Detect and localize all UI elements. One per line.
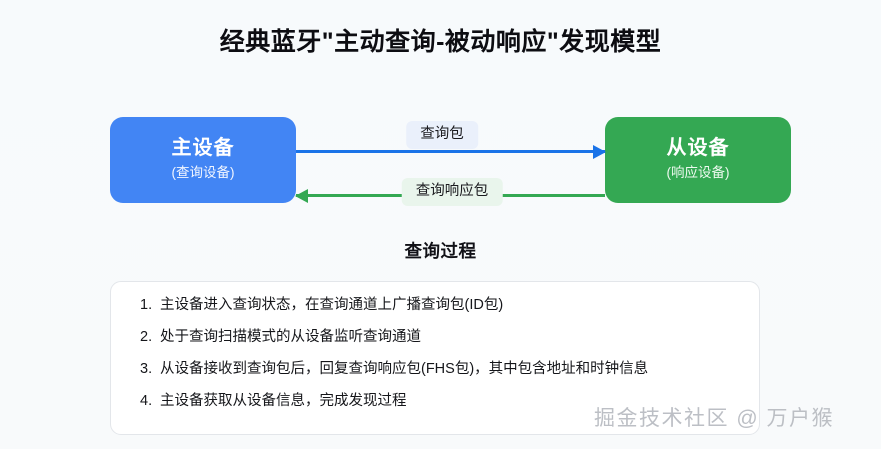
arrow-line	[296, 150, 605, 153]
step-text: 处于查询扫描模式的从设备监听查询通道	[160, 329, 421, 346]
page-title: 经典蓝牙"主动查询-被动响应"发现模型	[219, 28, 662, 56]
slave-device-name: 从设备	[666, 137, 730, 160]
step-number: 1.	[140, 297, 153, 313]
list-item: 2. 处于查询扫描模式的从设备监听查询通道	[111, 328, 759, 348]
step-text: 主设备进入查询状态，在查询通道上广播查询包(ID包)	[160, 297, 504, 313]
inquiry-packet-arrow	[296, 145, 606, 159]
list-item: 1. 主设备进入查询状态，在查询通道上广播查询包(ID包)	[111, 296, 759, 316]
list-item: 4. 主设备获取从设备信息，完成发现过程	[111, 392, 759, 412]
step-text: 主设备获取从设备信息，完成发现过程	[160, 393, 407, 410]
inquiry-packet-label: 查询包	[406, 121, 478, 150]
arrow-head-left-icon	[295, 189, 308, 203]
master-device-role: (查询设备)	[171, 165, 235, 181]
step-number: 2.	[140, 329, 153, 346]
list-item: 3. 从设备接收到查询包后，回复查询响应包(FHS包)，其中包含地址和时钟信息	[111, 360, 759, 380]
inquiry-process-panel: 1. 主设备进入查询状态，在查询通道上广播查询包(ID包) 2. 处于查询扫描模…	[110, 281, 760, 435]
master-device-name: 主设备	[171, 137, 235, 160]
step-text: 从设备接收到查询包后，回复查询响应包(FHS包)，其中包含地址和时钟信息	[160, 361, 649, 378]
step-number: 4.	[140, 393, 153, 410]
section-heading: 查询过程	[404, 241, 477, 261]
inquiry-response-label: 查询响应包	[401, 178, 503, 207]
watermark: 掘金技术社区 @ 万户猴	[594, 407, 834, 430]
arrow-head-right-icon	[593, 145, 606, 159]
slave-device-box: 从设备 (响应设备)	[605, 117, 791, 203]
step-number: 3.	[140, 361, 153, 378]
slave-device-role: (响应设备)	[666, 165, 730, 181]
master-device-box: 主设备 (查询设备)	[110, 117, 296, 203]
